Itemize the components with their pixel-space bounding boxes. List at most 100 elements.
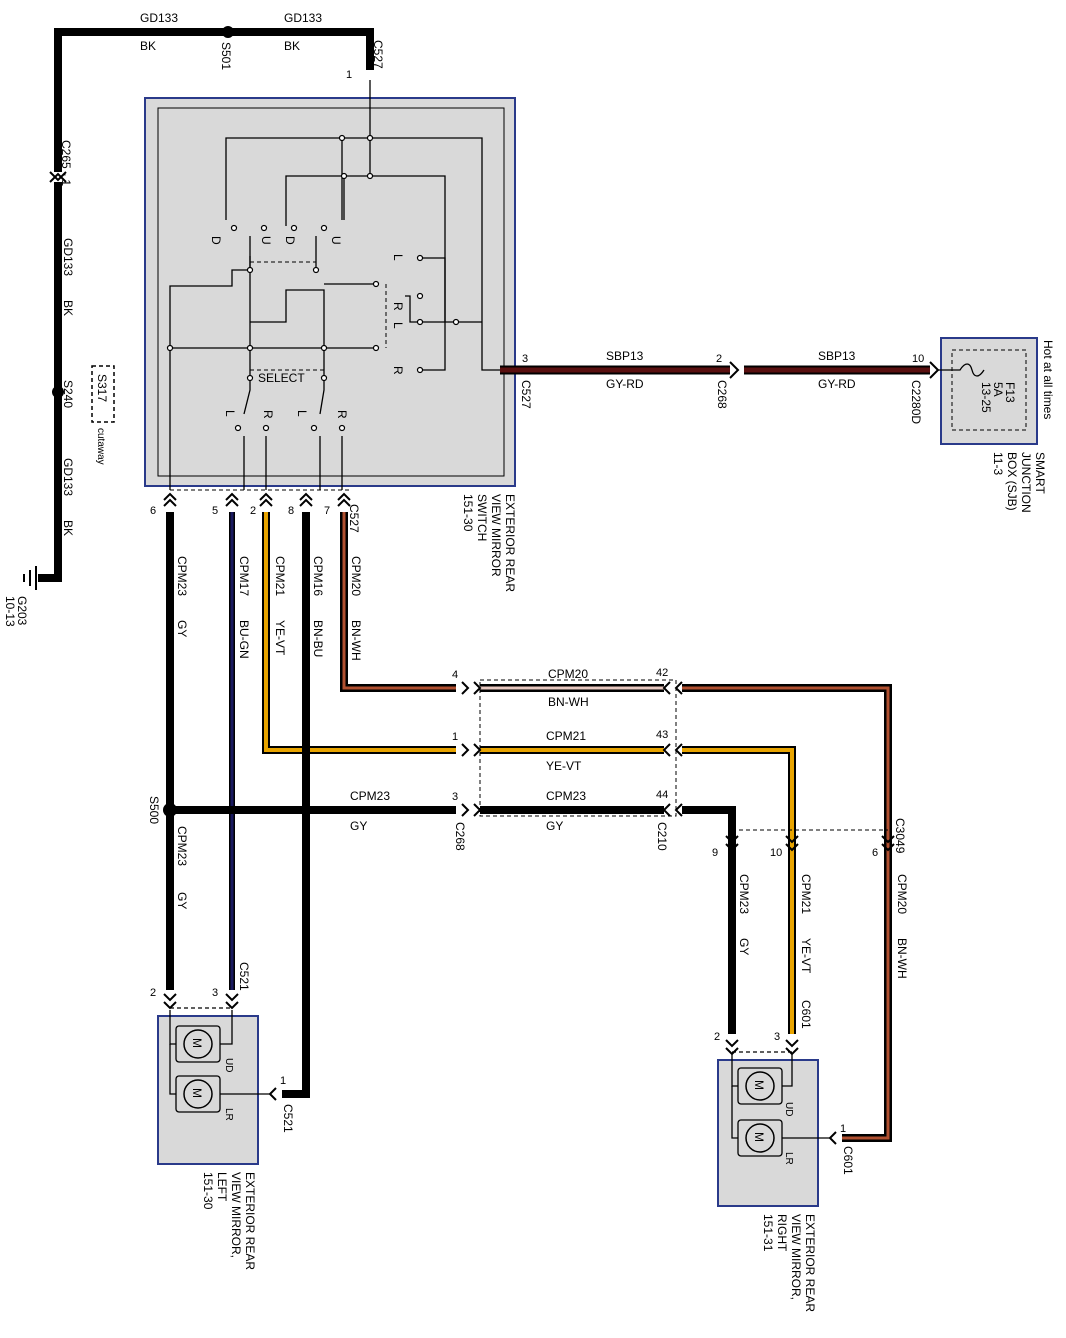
right-ud-label: UD [783, 1102, 794, 1116]
c527-right-label: C527 [519, 380, 533, 409]
switch-title-1: EXTERIOR REAR [503, 494, 517, 592]
bn-bu-label: BN-BU [311, 620, 325, 657]
right-ye-vt: YE-VT [799, 938, 813, 974]
bn-wh-cross-1: BN-WH [548, 695, 589, 709]
c2280d-label: C2280D [909, 380, 923, 424]
c210-pin-43: 43 [656, 729, 668, 741]
right-title-3: RIGHT [775, 1214, 789, 1252]
bk-label-4: BK [61, 520, 75, 536]
right-pin-10: 10 [770, 847, 782, 859]
g203-label: G203 [15, 596, 29, 626]
crossover-harness: CPM20 BN-WH CPM21 YE-VT CPM23 GY CPM23 G… [147, 667, 892, 1142]
s317-label: S317 [95, 374, 109, 402]
pin-sjb-10: 10 [912, 353, 924, 365]
left-motor-ud-m: M [190, 1038, 204, 1048]
left-title-2: VIEW MIRROR, [229, 1172, 243, 1258]
pos-L-3: L [223, 410, 237, 417]
pos-L-2: L [391, 322, 405, 329]
right-pin-3: 3 [774, 1031, 780, 1043]
left-title-1: EXTERIOR REAR [243, 1172, 257, 1270]
pos-D-1: D [209, 236, 223, 245]
pin-6: 6 [150, 505, 156, 517]
c210-pin-44: 44 [656, 789, 668, 801]
s501-label: S501 [219, 42, 233, 70]
c3049-label: C3049 [893, 818, 907, 854]
cpm16-label: CPM16 [311, 556, 325, 596]
sbp13-label-2: SBP13 [818, 349, 856, 363]
left-pin-3: 3 [212, 987, 218, 999]
switch-output-arrows [163, 492, 351, 507]
cpm23-below-s500: CPM23 [175, 826, 189, 866]
bu-gn-label: BU-GN [237, 620, 251, 659]
c601-label-top: C601 [799, 1000, 813, 1029]
left-mirror: 2 3 C521 1 C521 M M UD LR EXTERIOR REAR … [150, 962, 295, 1270]
fuse-ref: 13-25 [979, 382, 993, 413]
cpm20-cross-1: CPM20 [548, 667, 588, 681]
s240-label: S240 [61, 380, 75, 408]
hot-label: Hot at all times [1041, 340, 1055, 419]
left-motor-lr-m: M [190, 1088, 204, 1098]
cpm21-cross-1: CPM21 [546, 729, 586, 743]
pos-U-1: U [259, 236, 273, 245]
gy-below-s500: GY [175, 892, 189, 909]
select-label: SELECT [258, 371, 305, 385]
switch-title-2: VIEW MIRROR [489, 494, 503, 577]
left-title-3: LEFT [215, 1172, 229, 1202]
right-pin-9: 9 [712, 847, 718, 859]
bk-label-1: BK [140, 39, 156, 53]
mirror-switch: D U D U L R L R SELECT L R L R EXTERIOR … [144, 80, 517, 592]
cpm23-label: CPM23 [175, 556, 189, 596]
right-cpm23: CPM23 [737, 874, 751, 914]
c268-pin-1: 1 [452, 731, 458, 743]
switch-contacts [166, 134, 460, 432]
sjb-ref: 11-3 [991, 452, 1005, 475]
pos-D-2: D [283, 236, 297, 245]
switch-internal-dashes [170, 261, 387, 491]
ground-symbol [23, 566, 37, 590]
pin-8: 8 [288, 505, 294, 517]
gy-rd-label-2: GY-RD [818, 377, 856, 391]
sjb-box [940, 337, 1038, 445]
bn-wh-label: BN-WH [349, 620, 363, 661]
switch-internal-circuit [169, 80, 500, 490]
ye-vt-cross-1: YE-VT [546, 759, 582, 773]
switch-ref: 151-30 [461, 494, 475, 532]
right-cpm21: CPM21 [799, 874, 813, 914]
sjb-title-2: JUNCTION [1019, 452, 1033, 513]
sbp13-label-1: SBP13 [606, 349, 644, 363]
splice-s500 [163, 803, 177, 817]
power-feed: SBP13 GY-RD SBP13 GY-RD 3 C527 2 C268 10… [500, 349, 940, 424]
c210-label: C210 [655, 822, 669, 851]
sjb-title-1: SMART [1033, 452, 1047, 494]
c210-pin-42: 42 [656, 667, 668, 679]
ye-vt-label: YE-VT [273, 620, 287, 656]
pos-R-4: R [335, 410, 349, 419]
g203-ref: 10-13 [3, 596, 17, 627]
gd133-label-1: GD133 [140, 11, 178, 25]
s317-cutaway-box [91, 365, 115, 423]
bk-label-3: BK [61, 300, 75, 316]
gy-rd-label-1: GY-RD [606, 377, 644, 391]
s500-label: S500 [147, 796, 161, 824]
right-mirror-wiring: 9 10 6 C3049 CPM23 GY CPM21 YE-VT CPM20 … [712, 818, 909, 1175]
splice-s240 [52, 386, 64, 398]
gy-cross-2: GY [546, 819, 563, 833]
right-cpm20: CPM20 [895, 874, 909, 914]
right-lr-label: LR [783, 1152, 794, 1165]
c268-label: C268 [453, 822, 467, 851]
switch-box-inner [157, 107, 505, 477]
left-pin-2: 2 [150, 987, 156, 999]
c268-power-label: C268 [715, 380, 729, 409]
gy-cross-1: GY [350, 819, 367, 833]
right-motor-lr-m: M [752, 1132, 766, 1142]
right-pin-2: 2 [714, 1031, 720, 1043]
left-pin-1: 1 [280, 1075, 286, 1087]
right-mirror: M M UD LR EXTERIOR REAR VIEW MIRROR, RIG… [717, 1051, 830, 1312]
right-motor-ud [745, 1071, 775, 1101]
crossover-arrows [461, 681, 683, 817]
right-motor-lr [745, 1123, 775, 1153]
c265-label: C265 - 1 [59, 140, 73, 186]
bk-label-2: BK [284, 39, 300, 53]
gy-label: GY [175, 620, 189, 637]
